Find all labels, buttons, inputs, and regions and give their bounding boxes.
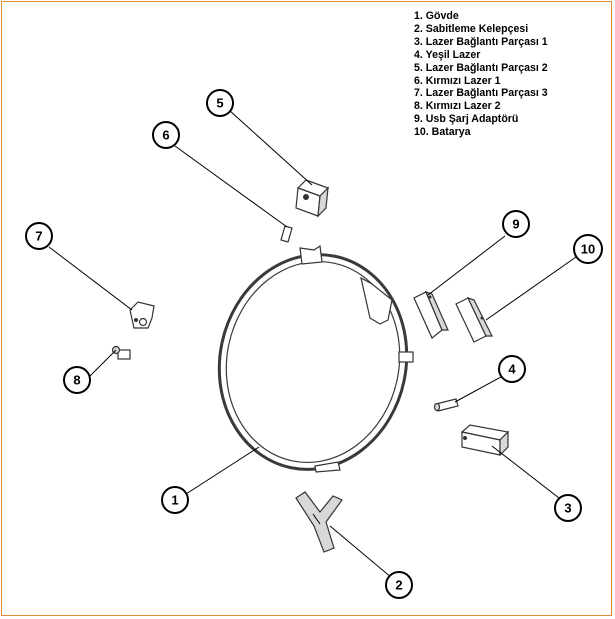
callout-10: 10 <box>573 234 603 264</box>
fixing-clamp <box>295 491 343 553</box>
leader-10 <box>485 256 577 321</box>
callout-4: 4 <box>498 355 526 383</box>
callout-4-label: 4 <box>508 362 516 377</box>
callout-8: 8 <box>63 366 91 394</box>
body-ring <box>117 244 414 473</box>
leader-1 <box>185 446 260 495</box>
callout-6: 6 <box>152 121 180 149</box>
callout-3-label: 3 <box>564 501 571 516</box>
leader-8 <box>87 349 117 379</box>
red-laser-1 <box>280 225 293 243</box>
legend-item-1: 1. Gövde <box>414 10 459 22</box>
leader-2 <box>329 525 393 579</box>
legend-item-2: 2. Sabitleme Kelepçesi <box>414 22 529 35</box>
legend-item-10: 10. Batarya <box>414 126 471 139</box>
leader-7 <box>48 246 133 311</box>
callout-1-label: 1 <box>171 493 178 508</box>
callout-10-label: 10 <box>581 242 595 257</box>
callout-2: 2 <box>385 571 413 599</box>
legend-item-5: 5. Lazer Bağlantı Parçası 2 <box>414 61 548 74</box>
callout-5: 5 <box>206 89 234 117</box>
leader-5 <box>228 109 313 186</box>
callout-7: 7 <box>25 222 53 250</box>
laser-mount-3 <box>129 301 155 329</box>
callout-2-label: 2 <box>395 578 402 593</box>
callout-3: 3 <box>554 494 582 522</box>
legend-item-9: 9. Usb Şarj Adaptörü <box>414 113 519 126</box>
callout-8-label: 8 <box>73 373 80 388</box>
usb-charge-adapter <box>413 291 449 339</box>
legend-item-3: 3. Lazer Bağlantı Parçası 1 <box>414 35 548 48</box>
legend-item-7: 7. Lazer Bağlantı Parçası 3 <box>414 87 548 100</box>
legend-item-6: 6. Kırmızı Lazer 1 <box>414 74 501 87</box>
callout-5-label: 5 <box>216 96 223 111</box>
legend-item-8: 8. Kırmızı Lazer 2 <box>414 100 501 113</box>
callout-1: 1 <box>161 486 189 514</box>
callout-7-label: 7 <box>35 229 42 244</box>
callout-9-label: 9 <box>512 217 519 232</box>
green-laser <box>433 398 459 412</box>
leader-3 <box>491 445 569 506</box>
battery <box>455 296 493 343</box>
callout-6-label: 6 <box>162 128 169 143</box>
leader-6 <box>174 145 288 228</box>
leader-9 <box>427 235 506 296</box>
callout-9: 9 <box>502 210 530 238</box>
parts-legend: 1. Gövde 2. Sabitleme Kelepçesi 3. Lazer… <box>414 10 548 139</box>
laser-mount-2 <box>295 179 330 218</box>
legend-item-4: 4. Yeşil Lazer <box>414 48 481 61</box>
laser-mount-1 <box>460 424 510 457</box>
